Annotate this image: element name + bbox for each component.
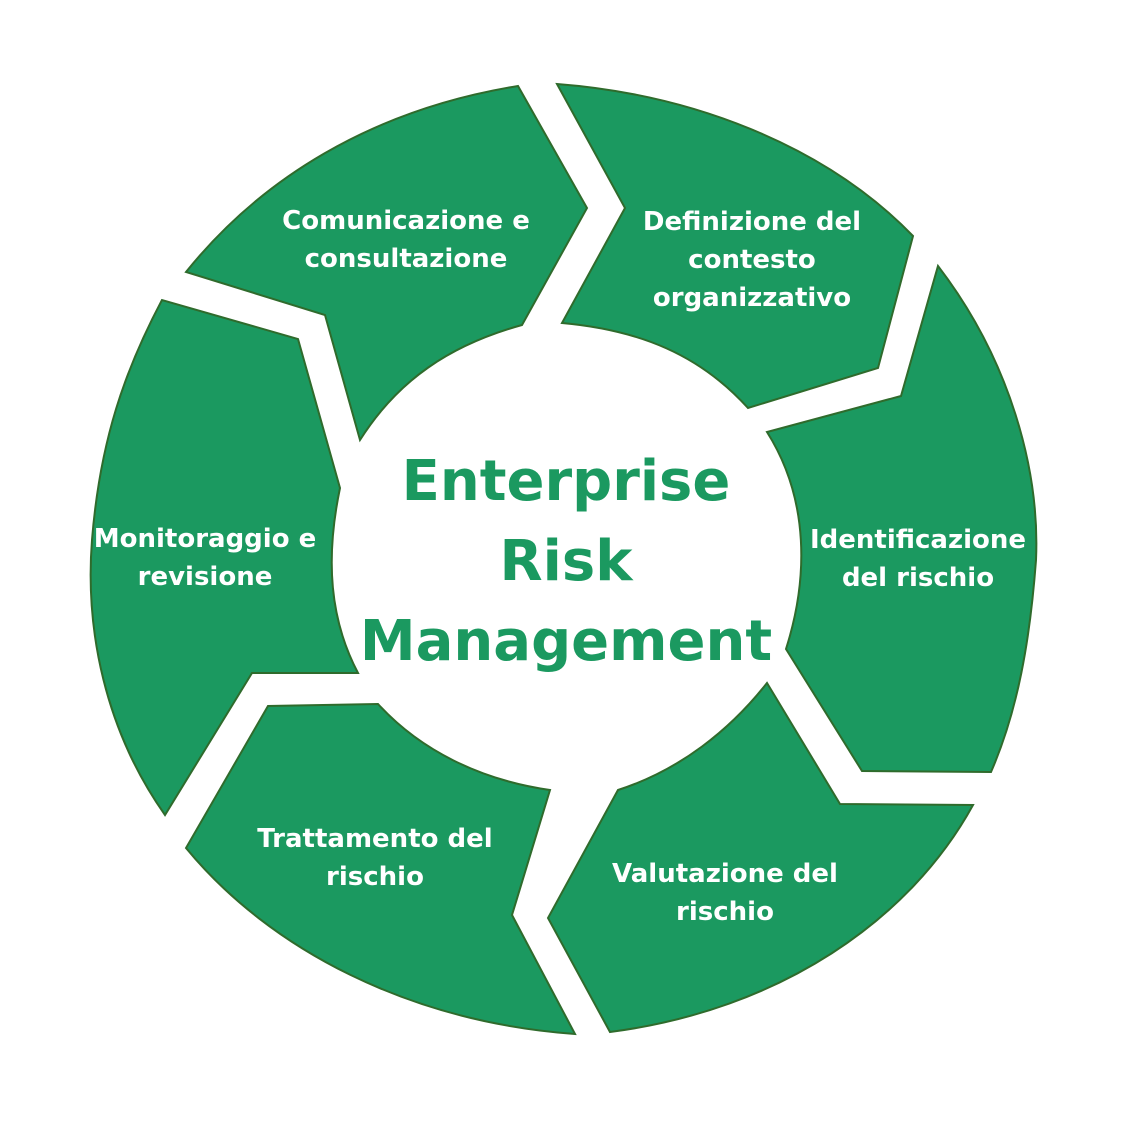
segment-label-identificazione: Identificazione del rischio [809,525,1027,593]
segment-definizione-contesto [555,82,915,410]
segment-valutazione-rischio [546,681,975,1034]
segment-monitoraggio-revisione [89,298,360,817]
segment-identificazione-rischio [765,263,1038,774]
segment-label-trattamento: Trattamento del rischio [257,824,493,892]
segment-trattamento-rischio [184,702,577,1036]
center-title: Enterprise Risk Management [359,449,773,674]
segment-label-monitoraggio: Monitoraggio e revisione [93,524,317,592]
segment-label-comunicazione: Comunicazione e consultazione [282,206,530,274]
segment-comunicazione-consultazione [184,84,589,443]
segment-label-valutazione: Valutazione del rischio [612,859,838,927]
segment-label-definizione: Definizione del contesto organizzativo [642,207,862,313]
